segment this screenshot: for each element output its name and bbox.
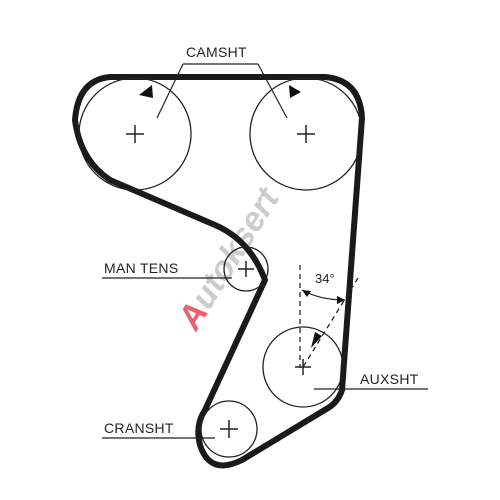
watermark: Autoksert [170, 180, 288, 337]
camshaft-callout: CAMSHT [156, 44, 288, 119]
crankshaft-pulley [200, 400, 258, 458]
arc-arrow-left-icon [302, 290, 311, 297]
camshaft-label: CAMSHT [186, 44, 247, 60]
camshaft-pulley-left [78, 77, 192, 191]
camshaft-pulley-right [249, 77, 363, 191]
direction-arrow-icon [311, 332, 322, 348]
man-tensioner-label: MAN TENS [104, 260, 179, 276]
watermark-rest: utoksert [184, 180, 288, 315]
angle-label: 34° [315, 271, 335, 286]
crankshaft-callout: CRANSHT [102, 420, 215, 439]
timing-mark-left [139, 85, 153, 98]
svg-text:Autoksert: Autoksert [170, 180, 288, 337]
angle-indicator: 34° [299, 265, 359, 368]
man-tensioner-callout: MAN TENS [102, 260, 232, 279]
tensioner-pulley [223, 246, 269, 292]
timing-belt [72, 74, 365, 469]
timing-mark-right [289, 85, 301, 98]
auxiliary-shaft-label: AUXSHT [360, 371, 419, 387]
auxiliary-shaft-callout: AUXSHT [314, 371, 428, 390]
crankshaft-label: CRANSHT [104, 420, 174, 436]
arc-arrow-right-icon [337, 296, 345, 304]
auxiliary-shaft-pulley [262, 326, 344, 408]
